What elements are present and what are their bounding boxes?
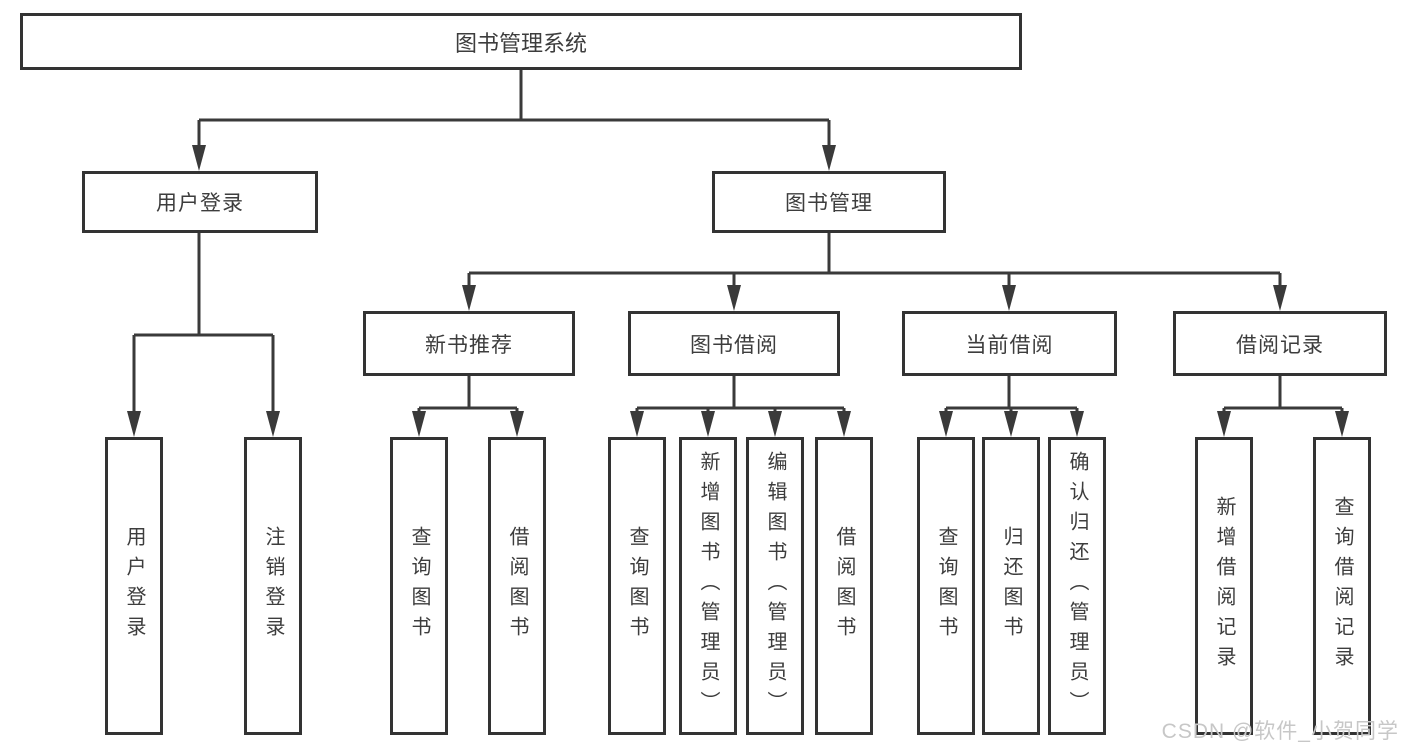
- leaf-label: 借阅图书: [506, 526, 528, 646]
- node-borrow-records: 借阅记录: [1173, 311, 1387, 376]
- leaf-label: 归还图书: [1000, 526, 1022, 646]
- node-new-book-recommend: 新书推荐: [363, 311, 575, 376]
- leaf-borrow-books: 借阅图书: [815, 437, 873, 735]
- leaf-return-books: 归还图书: [982, 437, 1040, 735]
- leaf-label: 注销登录: [262, 526, 284, 646]
- leaf-label: 借阅图书: [833, 526, 855, 646]
- leaf-logout: 注销登录: [244, 437, 302, 735]
- leaf-label: 确认归还（管理员）: [1066, 451, 1088, 721]
- leaf-label: 查询图书: [626, 526, 648, 646]
- node-book-management: 图书管理: [712, 171, 946, 233]
- leaf-label: 查询图书: [408, 526, 430, 646]
- leaf-label: 查询借阅记录: [1331, 496, 1353, 676]
- leaf-label: 新增图书（管理员）: [697, 451, 719, 721]
- leaf-label: 用户登录: [123, 526, 145, 646]
- leaf-query-books-borrowing: 查询图书: [608, 437, 666, 735]
- leaf-label: 查询图书: [935, 526, 957, 646]
- leaf-user-login: 用户登录: [105, 437, 163, 735]
- leaf-add-books-admin: 新增图书（管理员）: [679, 437, 737, 735]
- leaf-query-borrow-record: 查询借阅记录: [1313, 437, 1371, 735]
- leaf-query-books-current: 查询图书: [917, 437, 975, 735]
- node-user-login: 用户登录: [82, 171, 318, 233]
- leaf-add-borrow-record: 新增借阅记录: [1195, 437, 1253, 735]
- leaf-confirm-return-admin: 确认归还（管理员）: [1048, 437, 1106, 735]
- node-book-borrowing: 图书借阅: [628, 311, 840, 376]
- leaf-edit-books-admin: 编辑图书（管理员）: [746, 437, 804, 735]
- leaf-query-books-recommend: 查询图书: [390, 437, 448, 735]
- leaf-label: 编辑图书（管理员）: [764, 451, 786, 721]
- node-root-system: 图书管理系统: [20, 13, 1022, 70]
- node-current-borrowing: 当前借阅: [902, 311, 1117, 376]
- leaf-borrow-books-recommend: 借阅图书: [488, 437, 546, 735]
- leaf-label: 新增借阅记录: [1213, 496, 1235, 676]
- csdn-watermark: CSDN @软件_小贺同学: [1161, 720, 1399, 743]
- arrowhead-icons: [127, 145, 1349, 437]
